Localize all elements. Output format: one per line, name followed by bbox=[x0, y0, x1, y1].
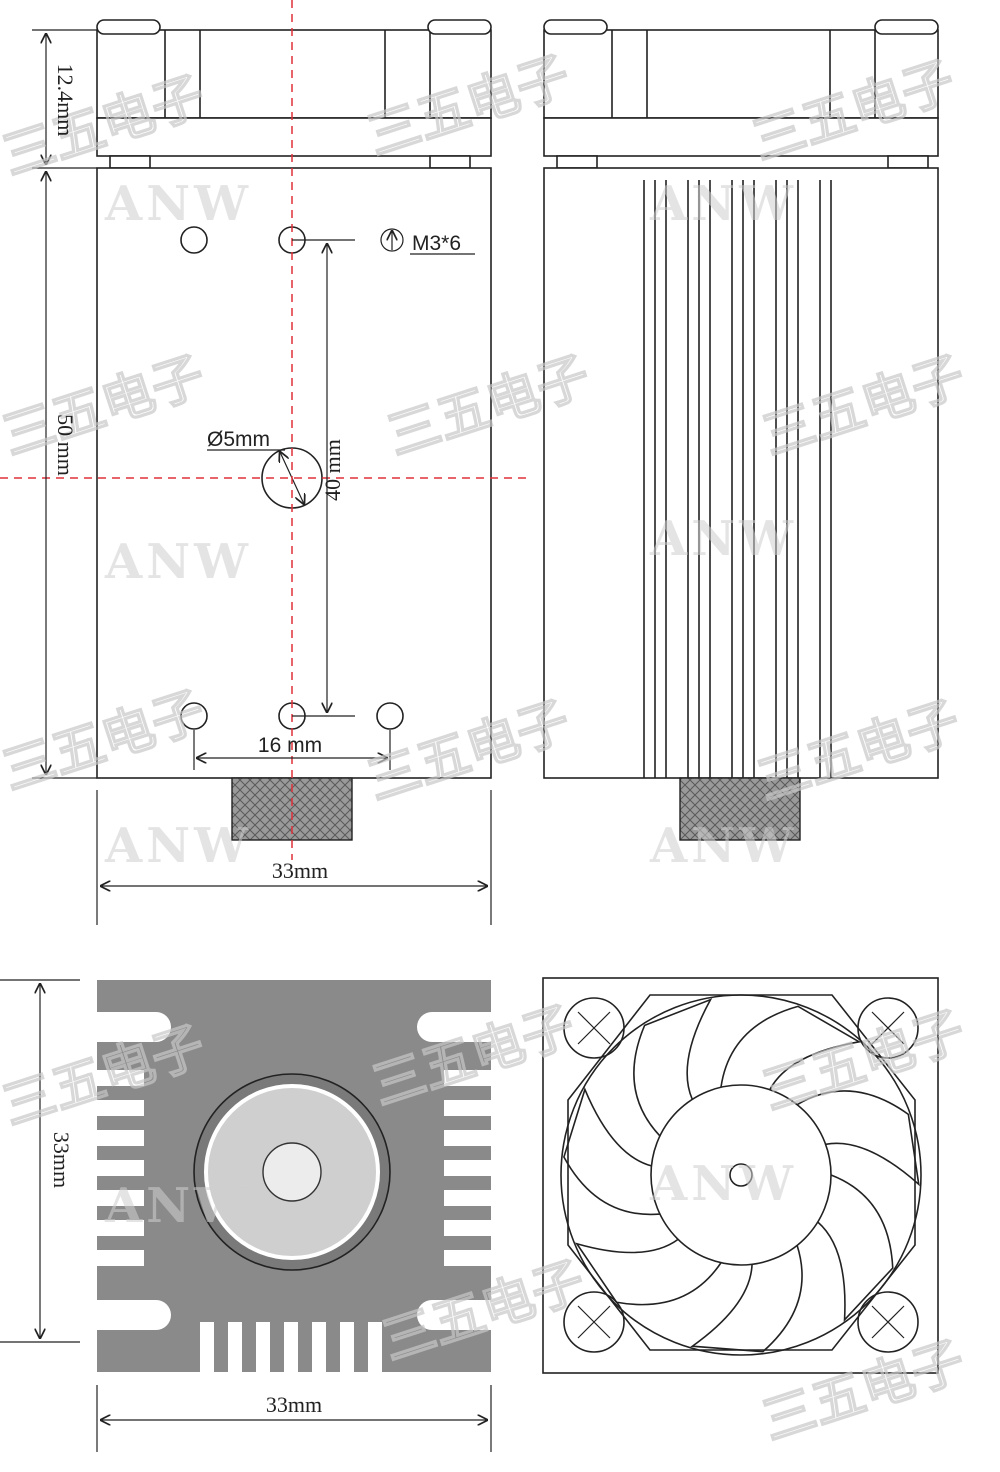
side-fins bbox=[643, 180, 832, 778]
fan-blade bbox=[563, 1087, 660, 1216]
heatsink-view bbox=[0, 979, 492, 1452]
lens-aperture bbox=[262, 1142, 322, 1202]
dim-fan-height: 12.4mm bbox=[53, 64, 78, 137]
watermark-brand: ANW bbox=[104, 1178, 252, 1234]
side-main-body bbox=[543, 167, 939, 779]
front-fan-housing bbox=[96, 29, 492, 119]
fan-view bbox=[542, 977, 939, 1374]
label-center-hole: Ø5mm bbox=[207, 428, 270, 451]
front-view bbox=[0, 0, 530, 925]
screw-icon bbox=[563, 1291, 625, 1353]
side-view bbox=[543, 19, 939, 841]
watermark-brand: ANW bbox=[104, 176, 252, 232]
fan-blade bbox=[633, 998, 713, 1137]
dim-hole-vertical: 40 mm bbox=[320, 439, 345, 501]
front-main-body bbox=[96, 167, 492, 779]
fan-blade bbox=[690, 1245, 803, 1353]
fan-blade bbox=[817, 1174, 894, 1322]
mount-hole bbox=[376, 702, 404, 730]
mount-hole bbox=[180, 702, 208, 730]
watermark-brand: ANW bbox=[649, 176, 797, 232]
screw-icon bbox=[857, 997, 919, 1059]
fan-ring bbox=[560, 994, 922, 1356]
label-screw-spec: M3*6 bbox=[412, 232, 461, 255]
screw-icon bbox=[563, 997, 625, 1059]
front-fan-base bbox=[96, 117, 492, 157]
watermark-brand: ANW bbox=[649, 1156, 797, 1212]
fan-axle bbox=[729, 1163, 753, 1187]
side-lens-knurl bbox=[679, 777, 801, 841]
dim-body-height: 50 mm bbox=[53, 414, 78, 476]
screw-icon bbox=[857, 1291, 919, 1353]
fan-blade bbox=[720, 1005, 862, 1091]
watermark-brand: ANW bbox=[649, 511, 797, 567]
dim-bottom-height: 33mm bbox=[49, 1132, 74, 1188]
fan-blade bbox=[796, 1090, 920, 1187]
watermark-brand: ANW bbox=[104, 534, 252, 590]
watermark-brand: ANW bbox=[649, 818, 797, 874]
dim-hole-horizontal: 16 mm bbox=[258, 734, 322, 757]
mount-hole bbox=[180, 226, 208, 254]
dim-front-width: 33mm bbox=[272, 858, 328, 883]
dim-bottom-width: 33mm bbox=[266, 1392, 322, 1417]
watermark-brand: ANW bbox=[104, 818, 252, 874]
